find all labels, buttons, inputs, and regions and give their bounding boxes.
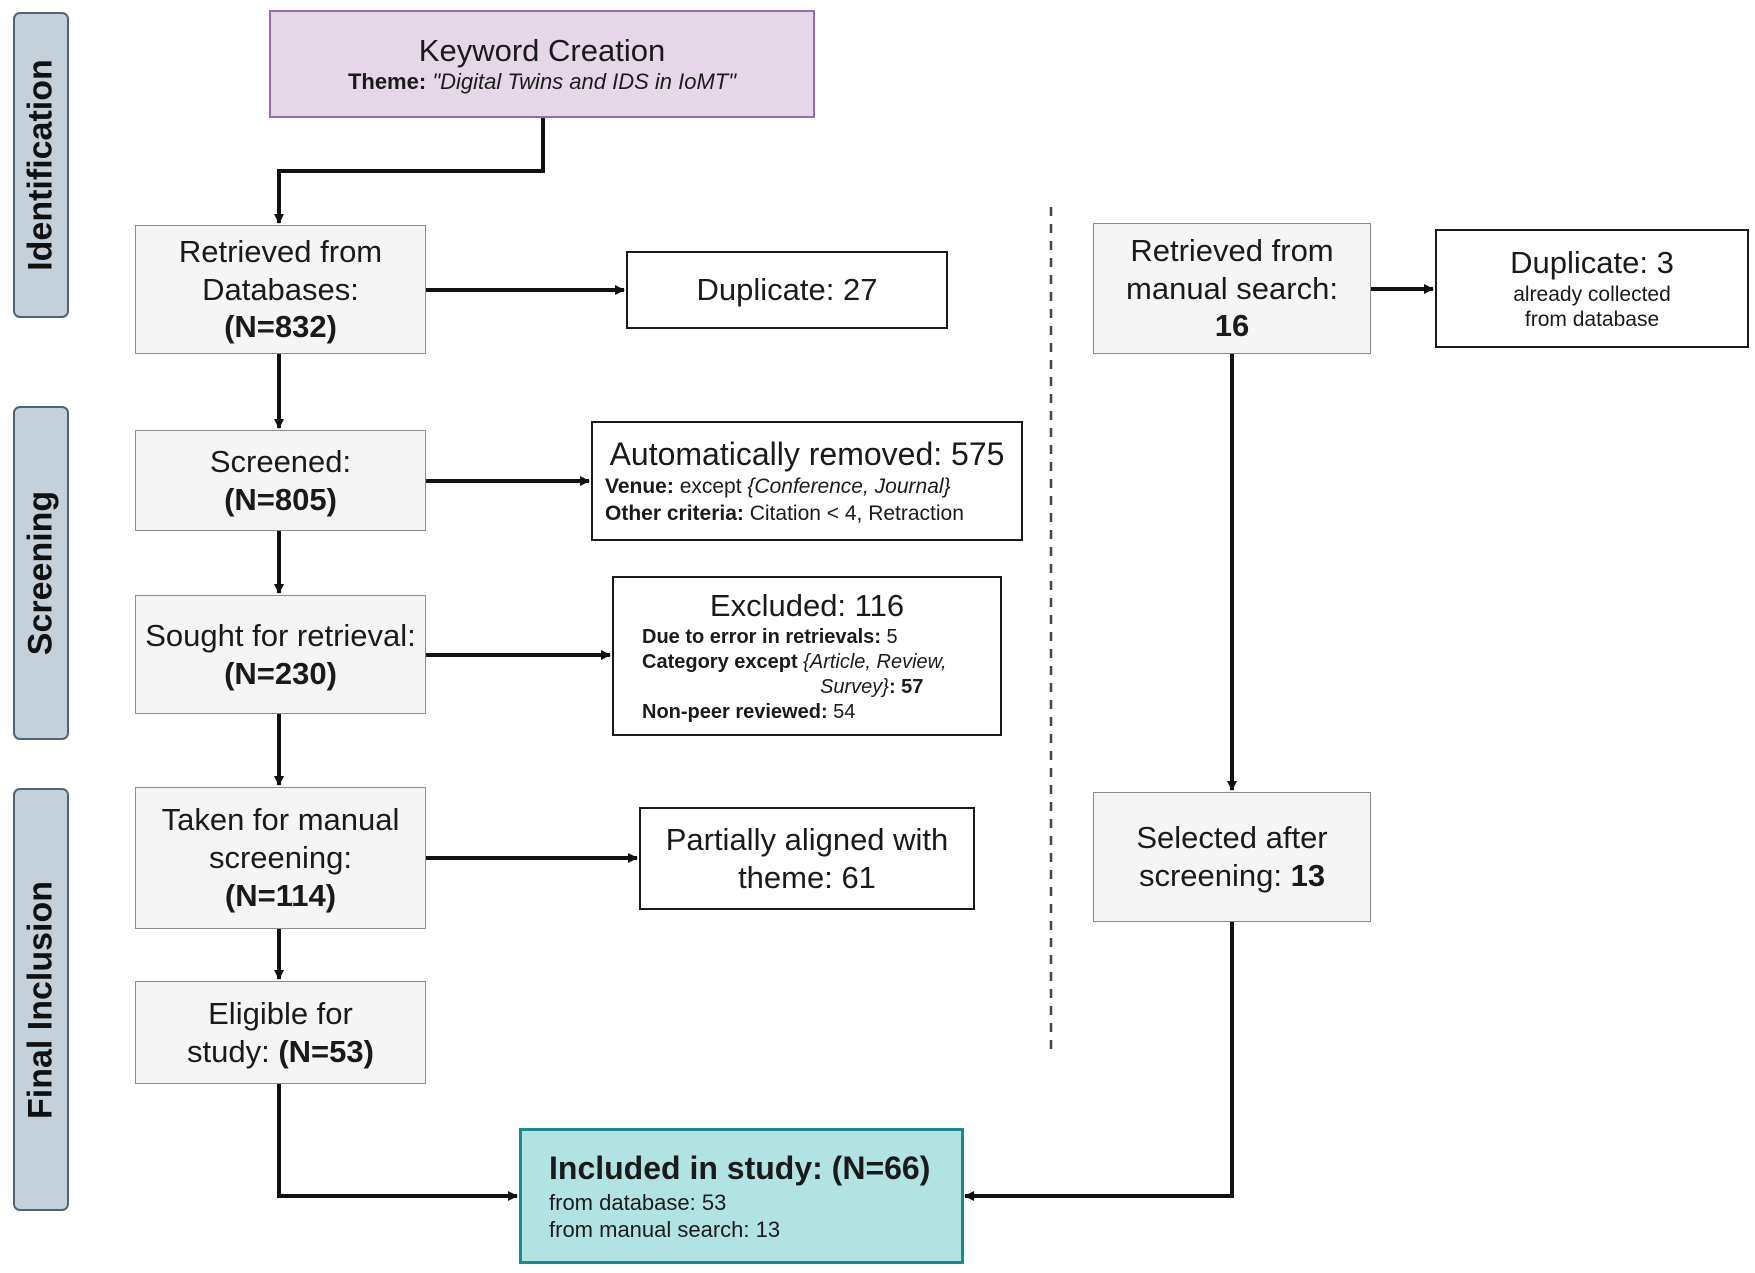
removed-title: Automatically removed: 575 — [609, 436, 1005, 473]
stage-identification: Identification — [13, 12, 69, 318]
duplicate-database-box: Duplicate: 27 — [626, 251, 948, 329]
removed-other-criteria: Other criteria: Citation < 4, Retraction — [605, 501, 964, 525]
removed-venue: Venue: except {Conference, Journal} — [605, 475, 951, 499]
included-from-database: from database: 53 — [549, 1189, 727, 1215]
excluded-category-cont: Survey}: 57 — [820, 675, 924, 698]
connector-eligible-to-included — [277, 1084, 518, 1201]
stage-screening: Screening — [13, 406, 69, 740]
excluded-category: Category except {Article, Review, — [642, 650, 947, 673]
keyword-title: Keyword Creation — [418, 32, 666, 68]
partially-aligned-box: Partially aligned with theme: 61 — [639, 807, 975, 910]
duplicate-manual-title: Duplicate: 3 — [1510, 244, 1674, 280]
included-in-study-box: Included in study: (N=66) from database:… — [519, 1128, 964, 1264]
screened-box: Screened: (N=805) — [135, 430, 426, 531]
retrieved-databases-box: Retrieved from Databases: (N=832) — [135, 225, 426, 354]
included-title: Included in study: (N=66) — [549, 1149, 931, 1186]
connector-keyword-to-retrieved — [274, 117, 545, 224]
eligible-box: Eligible for study: (N=53) — [135, 981, 426, 1084]
included-from-manual: from manual search: 13 — [549, 1216, 781, 1242]
stage-final-inclusion: Final Inclusion — [13, 788, 69, 1211]
keyword-theme: Theme: "Digital Twins and IDS in IoMT" — [347, 69, 737, 95]
excluded-nonpeer: Non-peer reviewed: 54 — [642, 700, 856, 723]
automatically-removed-box: Automatically removed: 575 Venue: except… — [591, 421, 1023, 541]
selected-after-screening-box: Selected after screening: 13 — [1093, 792, 1371, 922]
connector-selected-to-included — [964, 922, 1234, 1201]
excluded-title: Excluded: 116 — [709, 588, 905, 624]
manual-screening-box: Taken for manual screening: (N=114) — [135, 787, 426, 929]
excluded-error: Due to error in retrievals: 5 — [642, 625, 898, 648]
duplicate-manual-box: Duplicate: 3 already collected from data… — [1435, 229, 1749, 348]
keyword-creation-box: Keyword Creation Theme: "Digital Twins a… — [269, 10, 815, 118]
retrieved-manual-box: Retrieved from manual search: 16 — [1093, 223, 1371, 354]
sought-retrieval-box: Sought for retrieval: (N=230) — [135, 595, 426, 714]
excluded-box: Excluded: 116 Due to error in retrievals… — [612, 576, 1002, 736]
